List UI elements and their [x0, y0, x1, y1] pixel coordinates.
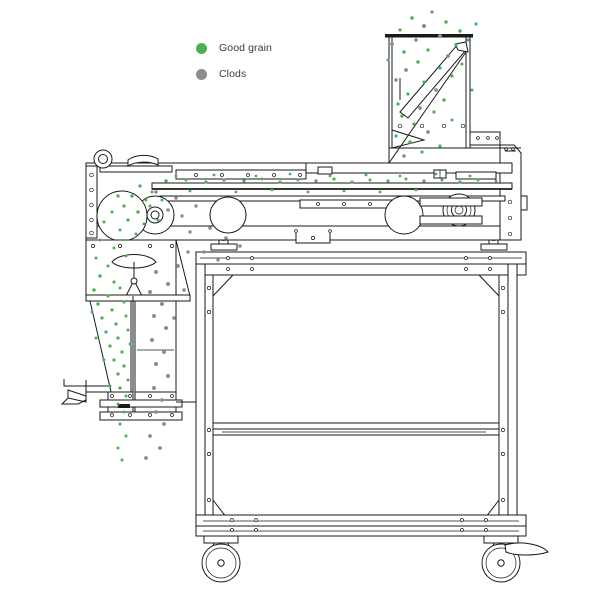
- head-pulley-outer: [96, 190, 148, 242]
- handle-bracket: [67, 389, 87, 403]
- good-grain-fall: [90, 274, 132, 462]
- hopper-infeed-spray: [386, 10, 478, 158]
- clods-swatch-icon: [196, 68, 207, 80]
- splitter-vane: [111, 254, 157, 269]
- side-tab: [520, 195, 528, 211]
- idler-roller: [209, 196, 247, 234]
- discharge-chute: [60, 239, 196, 421]
- frame-bolts: [207, 256, 505, 532]
- caster-left: [201, 535, 241, 583]
- caster-right: [481, 535, 549, 583]
- support-frame: [195, 235, 527, 537]
- legend-label-clods: Clods: [219, 67, 247, 80]
- guard-rail-bolts: [194, 173, 302, 177]
- particle-field: [90, 10, 498, 462]
- legend: Good grain Clods: [196, 40, 272, 82]
- caster-brake-lever: [504, 542, 549, 556]
- good-grain-swatch-icon: [196, 42, 207, 54]
- belt-carried-layer: [150, 172, 498, 194]
- legend-item-clods: Clods: [196, 66, 272, 82]
- clod-fall: [144, 264, 186, 460]
- idler-roller-2: [384, 195, 424, 235]
- head-pulley-turbulence: [94, 184, 242, 268]
- legend-label-good-grain: Good grain: [219, 41, 272, 54]
- hopper-bolts: [397, 123, 466, 129]
- conveyor-body: [85, 144, 528, 255]
- legend-item-good-grain: Good grain: [196, 40, 272, 56]
- left-endplate-bolts: [89, 172, 94, 236]
- inlet-hopper: [385, 34, 521, 164]
